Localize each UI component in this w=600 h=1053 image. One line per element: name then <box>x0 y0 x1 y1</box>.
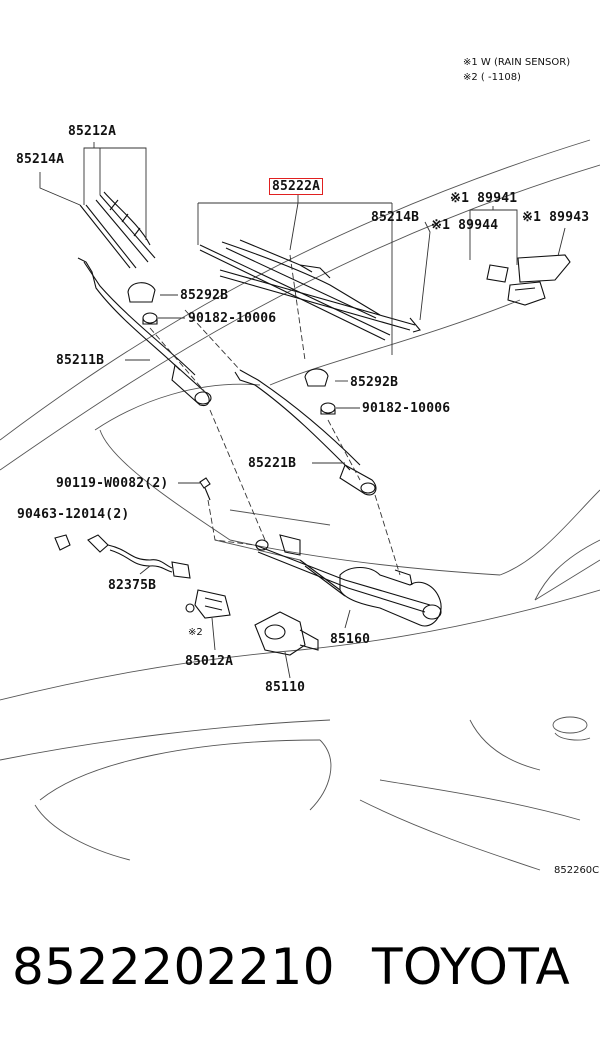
label-85292b-lower: 85292B <box>350 375 399 390</box>
part-number: 8522202210 <box>12 938 336 996</box>
label-85012a: 85012A <box>185 654 234 669</box>
label-89944: ※1 89944 <box>431 218 499 233</box>
label-89941: ※1 89941 <box>450 191 518 206</box>
footer: 8522202210 TOYOTA <box>0 930 600 1020</box>
wiper-linkage <box>254 534 442 627</box>
label-85214a: 85214A <box>16 152 65 167</box>
bracket-85012a <box>185 589 231 619</box>
label-85211b: 85211B <box>56 353 105 368</box>
label-82375b: 82375B <box>108 578 157 593</box>
label-85212a: 85212A <box>68 124 117 139</box>
label-85292b-upper: 85292B <box>180 288 229 303</box>
right-wiper-blade <box>199 239 421 341</box>
leader-lines <box>39 142 566 679</box>
pivot-cap-1 <box>127 282 158 325</box>
rain-sensor <box>486 254 571 306</box>
note-production-date: ※2 ( -1108) <box>463 72 521 83</box>
label-90182-lower: 90182-10006 <box>362 401 451 416</box>
diagram-code: 852260C <box>554 865 600 876</box>
right-wiper-arm <box>234 369 377 496</box>
label-89943: ※1 89943 <box>522 210 590 225</box>
label-85222a: 85222A <box>269 178 324 195</box>
label-90119: 90119-W0082(2) <box>56 476 169 491</box>
label-85160: 85160 <box>330 632 371 647</box>
label-85110: 85110 <box>265 680 306 695</box>
wire-harness <box>54 534 191 579</box>
brand-name: TOYOTA <box>372 938 571 996</box>
label-85221b: 85221B <box>248 456 297 471</box>
left-wiper-blade <box>79 191 156 269</box>
label-85214b: 85214B <box>371 210 420 225</box>
pivot-cap-2 <box>304 368 336 415</box>
label-90463: 90463-12014(2) <box>17 507 130 522</box>
note-rain-sensor: ※1 W (RAIN SENSOR) <box>463 57 571 68</box>
wiper-motor <box>254 611 319 656</box>
bolt-90119 <box>199 477 211 501</box>
wiper-assembly-diagram <box>0 139 600 871</box>
left-wiper-arm <box>77 257 212 407</box>
label-note-2: ※2 <box>188 627 203 638</box>
label-90182-upper: 90182-10006 <box>188 311 277 326</box>
vehicle-body-outline <box>0 139 600 871</box>
